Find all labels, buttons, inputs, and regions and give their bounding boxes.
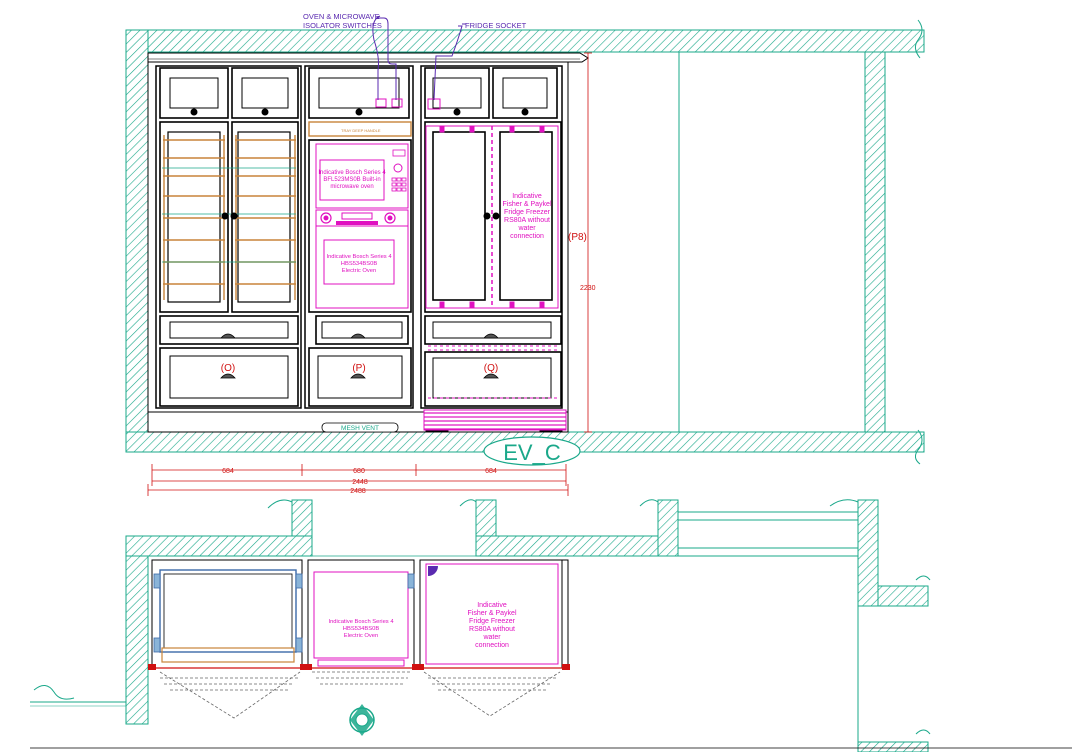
plan-fridge-label-2: Fisher & Paykel	[467, 610, 516, 617]
plan-fridge-label-5: water	[482, 634, 501, 641]
dimension-684-left: 684	[222, 468, 234, 475]
dimension-684-right: 684	[485, 468, 497, 475]
unit-p-label: (P)	[352, 363, 365, 374]
plan-oven-label-1: Indicative Bosch Series 4	[328, 619, 394, 625]
dimension-2448: 2448	[352, 479, 368, 486]
cabinet-run	[147, 61, 569, 433]
unit-o-label: (O)	[221, 363, 235, 374]
fridge-label-3: Fridge Freezer	[504, 209, 551, 216]
fridge-socket-label: FRIDGE SOCKET	[465, 21, 527, 30]
height-dimension-line	[584, 52, 592, 433]
plan-fridge-label-4: RS80A without	[469, 626, 515, 633]
elevation-walls	[125, 19, 925, 465]
plan-cabinets	[148, 559, 570, 719]
elevation-tag-label: EV_C	[503, 440, 561, 465]
unit-p8-label: (P8)	[568, 232, 587, 243]
plan-fridge-label-1: Indicative	[477, 602, 507, 609]
plan-oven-label-3: Electric Oven	[344, 633, 378, 639]
dimension-680: 680	[353, 468, 365, 475]
wiring	[372, 15, 466, 101]
cornice	[147, 52, 589, 63]
microwave-label-3: microwave oven	[330, 184, 373, 190]
mesh-vent: MESH VENT	[321, 422, 399, 433]
mesh-vent-label: MESH VENT	[341, 425, 379, 432]
dimension-2488: 2488	[350, 488, 366, 495]
fridge-label-6: connection	[510, 233, 544, 240]
oven-label-2: HBS534BS0B	[341, 261, 378, 267]
plan-fridge-label-6: connection	[475, 642, 509, 649]
oven-switches-label-1: OVEN & MICROWAVE	[303, 12, 380, 21]
appliances	[315, 98, 567, 431]
oven-label-1: Indicative Bosch Series 4	[326, 254, 392, 260]
oven-label-3: Electric Oven	[342, 268, 376, 274]
fridge-label-4: RS80A without	[504, 217, 550, 224]
section-marker-icon	[349, 704, 375, 736]
microwave-label-2: BFL523MS0B Built-in	[323, 177, 380, 183]
dimension-lines	[147, 464, 569, 496]
elevation-tag: EV_C	[448, 436, 581, 466]
plan-fridge-label-3: Fridge Freezer	[469, 618, 516, 625]
plan-oven-label-2: HBS534BS0B	[343, 626, 380, 632]
unit-q-label: (Q)	[484, 363, 498, 374]
fridge-label-1: Indicative	[512, 193, 542, 200]
tray-handle-label: TRAY DEEP HANDLE	[341, 128, 381, 133]
microwave-label-1: Indicative Bosch Series 4	[318, 170, 386, 176]
fridge-label-5: water	[517, 225, 536, 232]
plan-walls	[30, 499, 1072, 752]
oven-switches-label-2: ISOLATOR SWITCHES	[303, 21, 382, 30]
fridge-label-2: Fisher & Paykel	[502, 201, 551, 208]
